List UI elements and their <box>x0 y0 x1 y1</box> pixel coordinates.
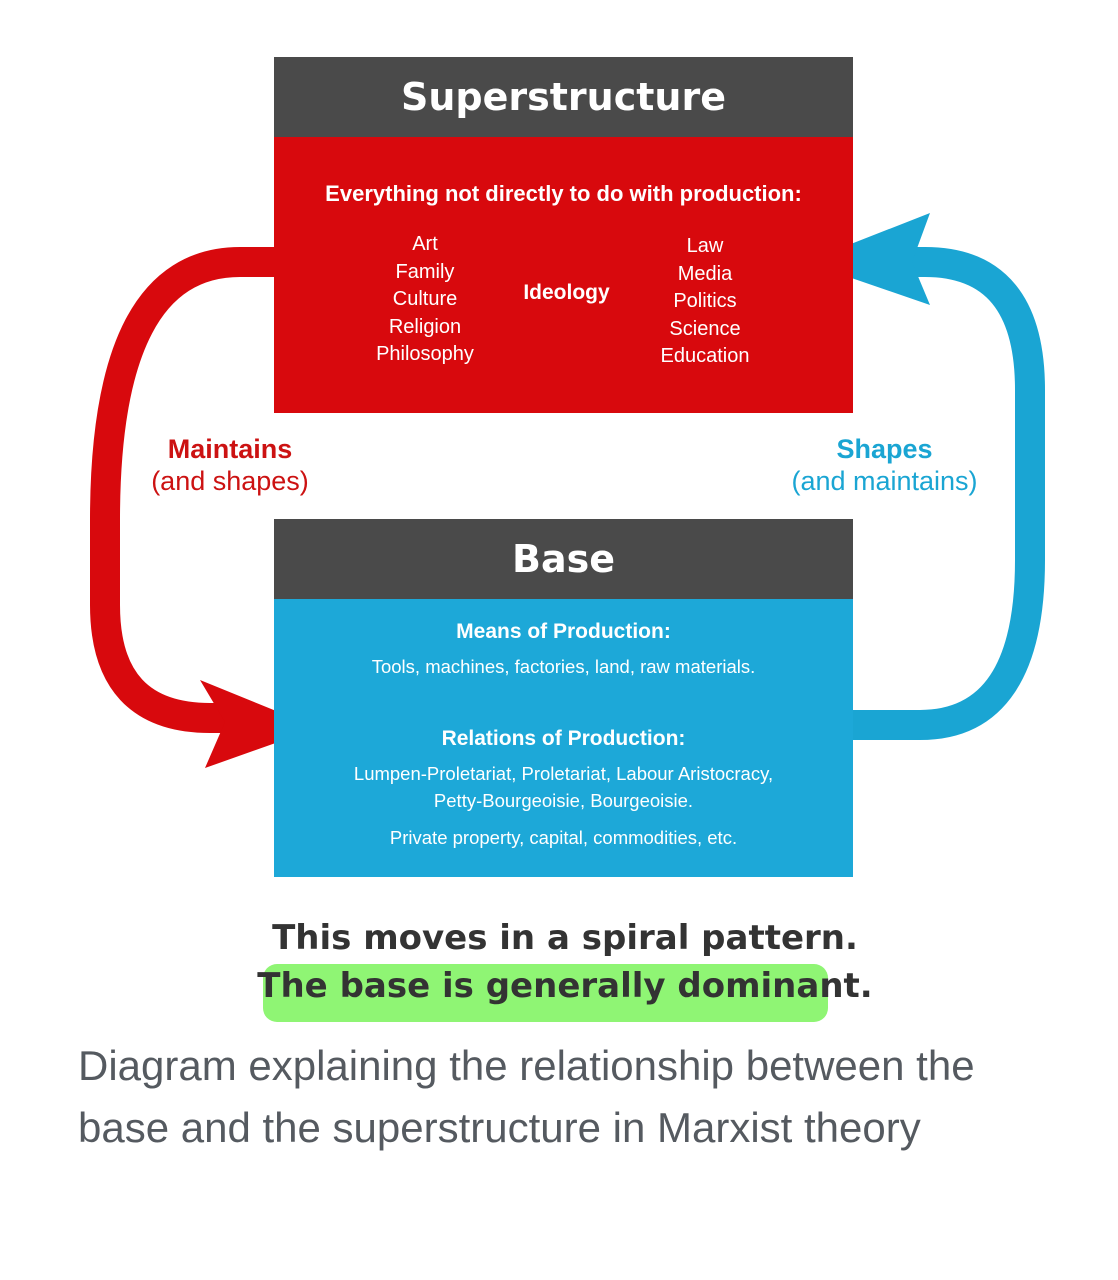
superstructure-item: Culture <box>392 288 458 310</box>
maintains-arrow <box>90 247 274 733</box>
base-title: Base <box>512 537 615 581</box>
superstructure-lead: Everything not directly to do with produ… <box>325 181 802 206</box>
superstructure-item: Politics <box>673 290 737 312</box>
relations-line-3: Private property, capital, commodities, … <box>389 827 738 848</box>
shapes-subtitle: (and maintains) <box>791 466 978 496</box>
superstructure-item: Education <box>660 345 750 367</box>
maintains-subtitle: (and shapes) <box>151 466 309 496</box>
means-heading: Means of Production: <box>456 620 671 643</box>
figure-caption: Diagram explaining the relationship betw… <box>78 1042 975 1151</box>
highlight-mark <box>263 964 828 1022</box>
superstructure-body: Everything not directly to do with produ… <box>274 137 853 413</box>
base-header: Base <box>274 519 853 599</box>
dominance-statement: The base is generally dominant. <box>257 966 873 1006</box>
superstructure-title: Superstructure <box>401 75 726 119</box>
means-text: Tools, machines, factories, land, raw ma… <box>371 656 756 677</box>
maintains-label: Maintains (and shapes) <box>130 433 330 497</box>
shapes-arrowhead <box>805 213 930 305</box>
superstructure-item: Religion <box>388 315 462 338</box>
shapes-arrow <box>853 247 1045 740</box>
shapes-title: Shapes <box>836 434 933 464</box>
superstructure-item: Law <box>686 235 724 257</box>
maintains-title: Maintains <box>167 434 293 464</box>
shapes-label: Shapes (and maintains) <box>772 433 997 497</box>
maintains-arrowhead <box>200 680 318 768</box>
superstructure-item: Media <box>677 262 733 285</box>
relations-line-2: Petty-Bourgeoisie, Bourgeoisie. <box>433 790 694 811</box>
relations-heading: Relations of Production: <box>441 727 686 750</box>
relations-line-1: Lumpen-Proletariat, Proletariat, Labour … <box>353 763 774 784</box>
spiral-statement: This moves in a spiral pattern. <box>272 918 858 958</box>
superstructure-right-list: Law Media Politics Science Education <box>610 233 800 371</box>
base-body: Means of Production: Tools, machines, fa… <box>274 599 853 877</box>
superstructure-item: Art <box>412 233 438 255</box>
superstructure-item: Philosophy <box>376 343 474 365</box>
superstructure-item: Family <box>395 260 455 283</box>
superstructure-item: Science <box>669 317 741 340</box>
superstructure-left-list: Art Family Culture Religion Philosophy <box>330 231 520 369</box>
ideology-label: Ideology <box>523 281 610 304</box>
superstructure-header: Superstructure <box>274 57 853 137</box>
